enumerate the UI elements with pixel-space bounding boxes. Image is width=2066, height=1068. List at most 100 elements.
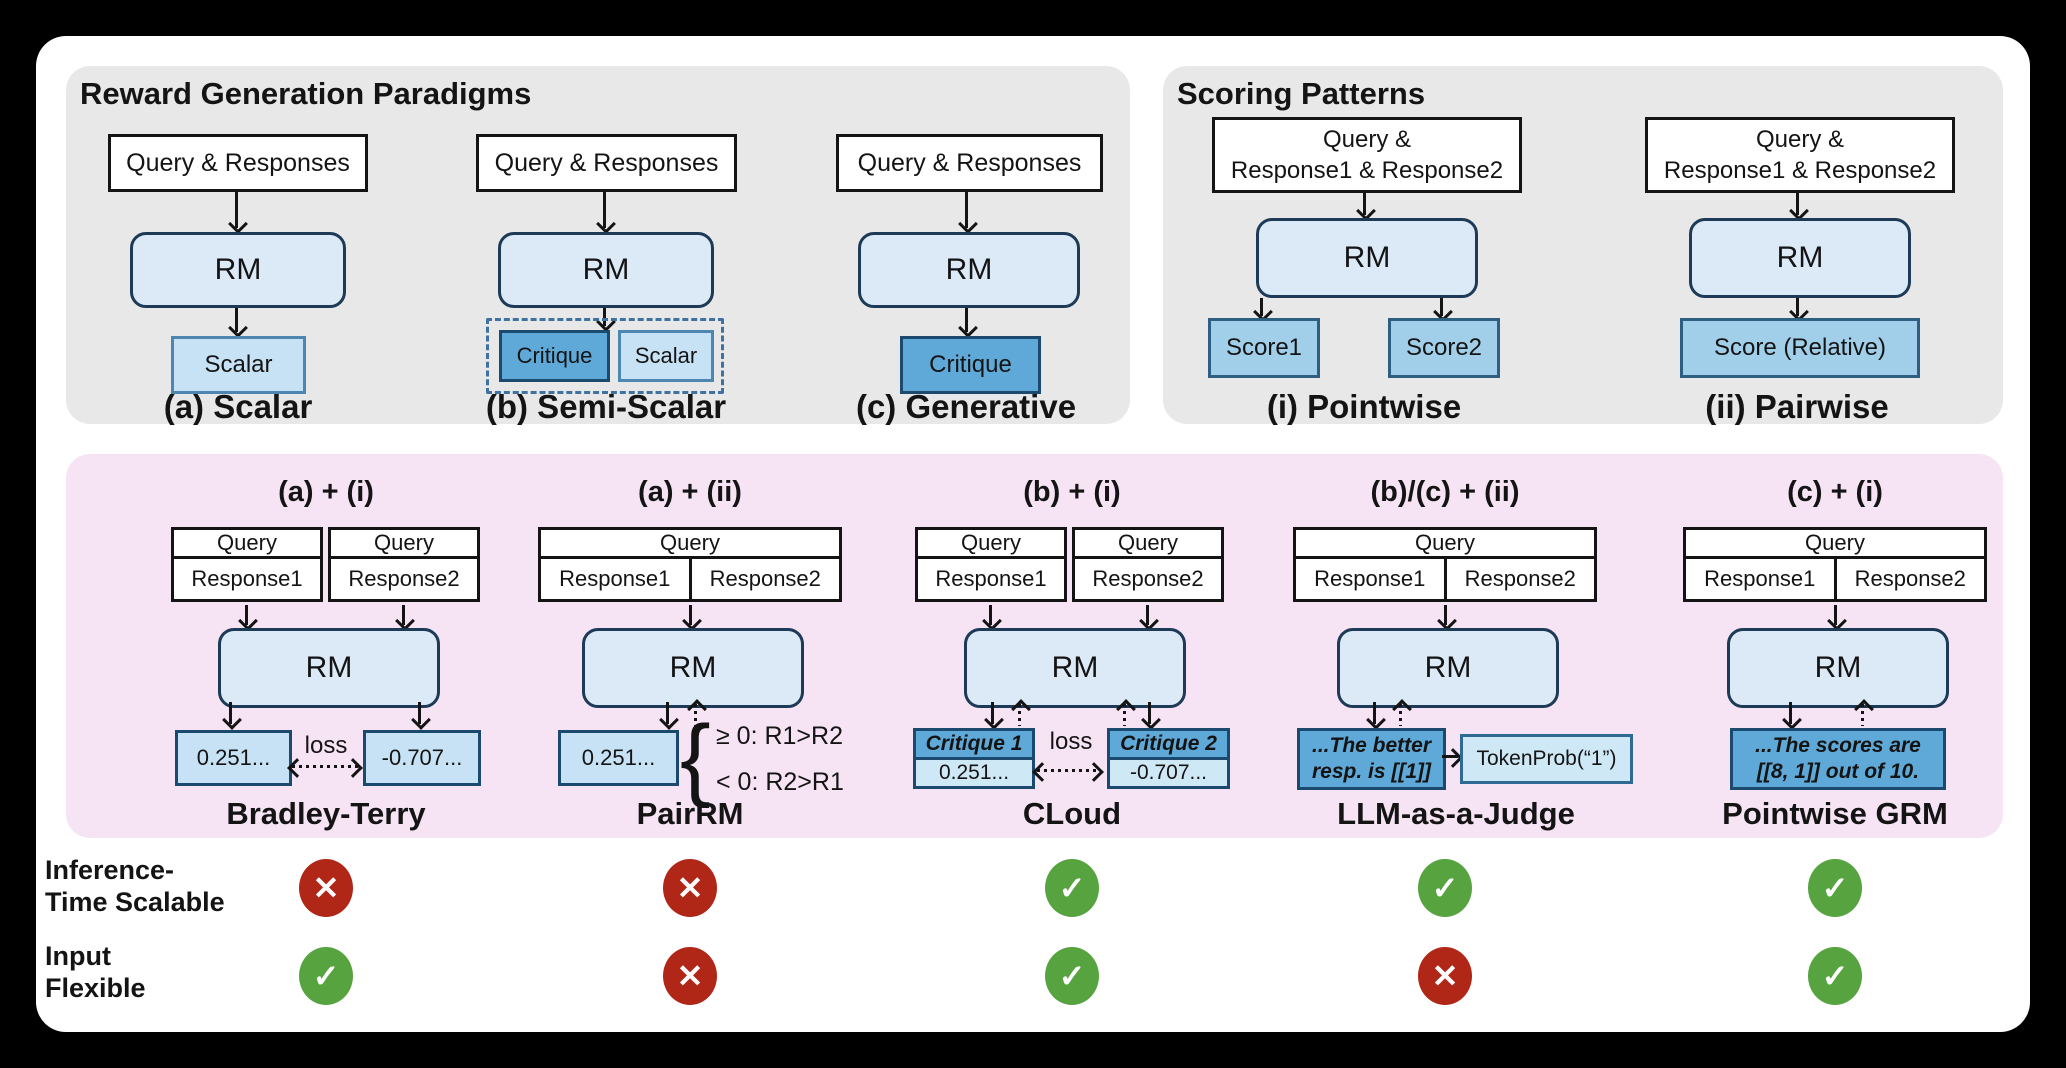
scalar-output-box: Scalar [618,330,714,382]
response1-cell: Response1 [191,566,303,591]
paradigm-a-caption: (a) Scalar [163,388,313,425]
combo4-tokenprob-box: TokenProb(“1”) [1460,734,1633,784]
inference-scalable-judge-check-icon: ✓ [1418,859,1472,917]
combo5-rm-box: RM [1727,628,1949,708]
pairwise-input-line1: Query & [1755,125,1845,153]
down-arrow [245,605,248,625]
paradigm-c-caption: (c) Generative [855,388,1077,425]
inference-scalable-cloud-check-icon: ✓ [1045,859,1099,917]
figure-card: Reward Generation Paradigms Query & Resp… [36,36,2030,1032]
scalar-output-box: Scalar [171,336,306,394]
query-cell: Query [1296,530,1594,559]
down-arrow [235,308,238,332]
pointwise-input-line1: Query & [1322,125,1412,153]
input-flexible-grm-check-icon: ✓ [1808,947,1862,1005]
critique-output-box: Critique [900,336,1041,394]
combo5-header: (c) + (i) [1787,476,1883,508]
inference-scalable-pairrm-cross-icon: ✕ [663,859,717,917]
criterion-label-line1: Input [45,941,111,971]
combo1-loss-label: loss [304,732,348,759]
query-cell: Query [331,530,477,559]
down-arrow [965,192,968,228]
input-flexible-bradley-terry-check-icon: ✓ [299,947,353,1005]
brace-glyph: { [680,707,711,809]
criterion-label-line2: Time Scalable [45,887,225,917]
down-arrow [1146,605,1149,625]
critique1-cell: Critique 1 [916,731,1032,760]
critique2-cell: Critique 2 [1110,731,1227,760]
combo1-output2-box: -0.707... [363,730,481,786]
dotted-up-arrow [1399,704,1402,726]
combo5-query-table: Query Response1 Response2 [1683,527,1987,602]
input-flexible-cloud-check-icon: ✓ [1045,947,1099,1005]
down-arrow [235,192,238,228]
combo1-header: (a) + (i) [278,476,374,508]
combo3-value1-cell: 0.251... [916,760,1032,786]
down-arrow [1796,193,1799,215]
down-arrow [603,192,606,228]
down-arrow [402,605,405,625]
down-arrow [965,308,968,332]
paradigm-a-rm-box: RM [130,232,346,308]
scoring-title: Scoring Patterns [1177,76,1426,111]
combo1-output1-box: 0.251... [175,730,292,786]
down-arrow [1796,298,1799,316]
down-arrow [229,702,232,724]
criterion-label-line1: Inference- [45,855,175,885]
dotted-up-arrow [1861,704,1864,726]
combo3-query-table-2: Query Response2 [1072,527,1224,602]
combo2-condition1: ≥ 0: R1>R2 [716,722,843,750]
generative-text-line2: [[8, 1]] out of 10. [1756,760,1920,783]
combo1-query-table-2: Query Response2 [328,527,480,602]
query-cell: Query [174,530,320,559]
down-arrow [666,702,669,724]
query-cell: Query [1075,530,1221,559]
down-arrow [1789,702,1792,724]
combo3-value2-cell: -0.707... [1110,760,1227,786]
dotted-up-arrow [1123,704,1126,726]
query-cell: Query [1686,530,1984,559]
response2-cell: Response2 [1092,566,1204,591]
judge-text-line1: ...The better [1311,733,1432,757]
input-flexible-pairrm-cross-icon: ✕ [663,947,717,1005]
down-arrow [1444,605,1447,625]
paradigm-c-input-box: Query & Responses [836,134,1103,192]
pointwise-caption: (i) Pointwise [1266,388,1462,425]
combo2-query-table: Query Response1 Response2 [538,527,842,602]
combo5-generative-box: ...The scores are [[8, 1]] out of 10. [1730,728,1946,790]
combo2-name: PairRM [636,796,744,831]
dotted-up-arrow [694,704,697,726]
response1-cell: Response1 [1314,566,1426,591]
down-arrow [418,702,421,724]
response1-cell: Response1 [1704,566,1816,591]
combo4-query-table: Query Response1 Response2 [1293,527,1597,602]
paradigm-b-rm-box: RM [498,232,714,308]
down-arrow [1834,605,1837,625]
loss-dotted-arrow [1037,769,1099,772]
combo2-condition2: < 0: R2>R1 [716,768,844,796]
down-arrow [1373,702,1376,724]
response2-cell: Response2 [688,559,840,599]
down-arrow [689,605,692,625]
combo4-header: (b)/(c) + (ii) [1370,476,1520,508]
combo1-rm-box: RM [218,628,440,708]
down-arrow [1363,193,1366,215]
combo2-rm-box: RM [582,628,804,708]
combo3-rm-box: RM [964,628,1186,708]
criterion-inference-time-scalable-label: Inference- Time Scalable [45,854,225,918]
score-relative-box: Score (Relative) [1680,318,1920,378]
combo3-name: CLoud [1022,796,1122,831]
combo1-name: Bradley-Terry [226,796,426,831]
score1-box: Score1 [1208,318,1320,378]
criterion-input-flexible-label: Input Flexible [45,940,146,1004]
paradigm-a-input-box: Query & Responses [108,134,368,192]
paradigm-c-rm-box: RM [858,232,1080,308]
combo2-output-box: 0.251... [558,730,679,786]
response2-cell: Response2 [348,566,460,591]
loss-dotted-arrow [292,765,358,768]
pairwise-input-box: Query & Response1 & Response2 [1645,117,1955,193]
response2-cell: Response2 [1443,559,1595,599]
combo4-rm-box: RM [1337,628,1559,708]
paradigm-b-caption: (b) Semi-Scalar [485,388,727,425]
combo4-judge-box: ...The better resp. is [[1]] [1297,728,1446,790]
